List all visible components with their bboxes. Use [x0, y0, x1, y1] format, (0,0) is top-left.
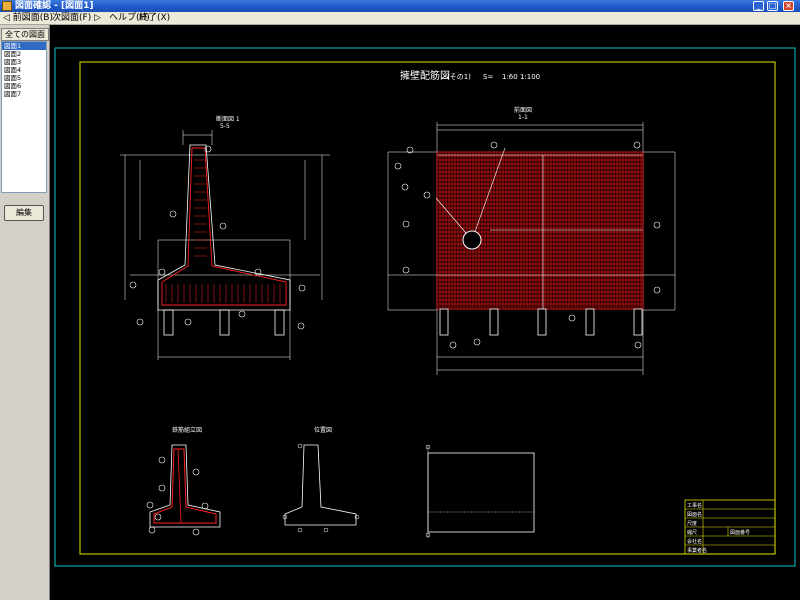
rebar-detail [146, 444, 221, 536]
section-view-label: 断面図 1 [216, 115, 240, 123]
drawing-list-item[interactable]: 図面7 [4, 90, 22, 98]
menu-help[interactable]: ヘルプ(H) [109, 13, 150, 23]
drawing-list-item[interactable]: 図面5 [4, 74, 22, 82]
maximize-button[interactable]: □ [767, 1, 778, 11]
front-view [387, 122, 676, 375]
inner-frame [79, 61, 776, 555]
title-block-cell: 尺度 [687, 520, 697, 527]
front-view-sub: 1-1 [518, 114, 528, 121]
minimize-button[interactable]: _ [753, 1, 764, 11]
drawing-list-panel: 全ての図面 図面1 図面2 図面3 図面4 図面5 図面6 図面7 編集 [0, 25, 50, 600]
title-block-cell: 図面名 [687, 511, 702, 518]
menu-previous-drawing[interactable]: ◁ 前図面(B) [3, 13, 53, 23]
drawing-scale-values: 1:60 1:100 [502, 73, 540, 81]
app-icon [2, 1, 12, 11]
menu-next-drawing[interactable]: 次図面(F) ▷ [52, 13, 101, 23]
section-view-sub: 5-5 [220, 123, 230, 130]
section-view [120, 130, 330, 360]
front-view-label: 前面図 [514, 106, 532, 114]
drawing-canvas[interactable]: 擁壁配筋図 (その1) S= 1:60 1:100 断面図 1 5-5 [50, 25, 800, 600]
title-block-cell: 会社名 [687, 538, 702, 545]
title-block-cell: 縮尺 [687, 529, 697, 536]
drawing-scale-label: S= [483, 73, 493, 81]
drawing-list-item[interactable]: 図面4 [4, 66, 22, 74]
drawing-list-item[interactable]: 図面3 [4, 58, 22, 66]
list-header: 全ての図面 [1, 28, 49, 41]
drawing-subtitle: (その1) [447, 73, 471, 81]
plan-view [425, 444, 535, 538]
drawing-list-item[interactable]: 図面2 [4, 50, 22, 58]
drawing-title: 擁壁配筋図 [400, 69, 450, 82]
title-bar: 図面確認 - [図面1] _ □ × [0, 0, 800, 12]
rebar-detail-label: 鉄筋組立図 [172, 426, 202, 434]
close-button[interactable]: × [783, 1, 794, 11]
menu-exit[interactable]: 終了(X) [139, 13, 171, 23]
outer-frame [54, 47, 796, 567]
position-diagram-label: 位置図 [314, 426, 332, 434]
drawing-list-item[interactable]: 図面1 [2, 42, 46, 50]
title-block: 工事名 図面名 尺度 縮尺 図面番号 会社名 事業者名 [684, 499, 776, 555]
title-block-cell: 工事名 [687, 502, 702, 509]
window-title: 図面確認 - [図面1] [15, 1, 94, 11]
drawing-list-item[interactable]: 図面6 [4, 82, 22, 90]
position-diagram [282, 443, 360, 533]
cad-drawing: 擁壁配筋図 (その1) S= 1:60 1:100 断面図 1 5-5 [54, 47, 796, 567]
drawing-list[interactable]: 図面1 図面2 図面3 図面4 図面5 図面6 図面7 [1, 41, 47, 193]
title-block-value: 図面番号 [730, 529, 750, 536]
edit-button[interactable]: 編集 [4, 205, 44, 221]
menu-bar: ◁ 前図面(B) 次図面(F) ▷ ヘルプ(H) 終了(X) [0, 12, 800, 25]
title-block-cell: 事業者名 [687, 547, 707, 554]
